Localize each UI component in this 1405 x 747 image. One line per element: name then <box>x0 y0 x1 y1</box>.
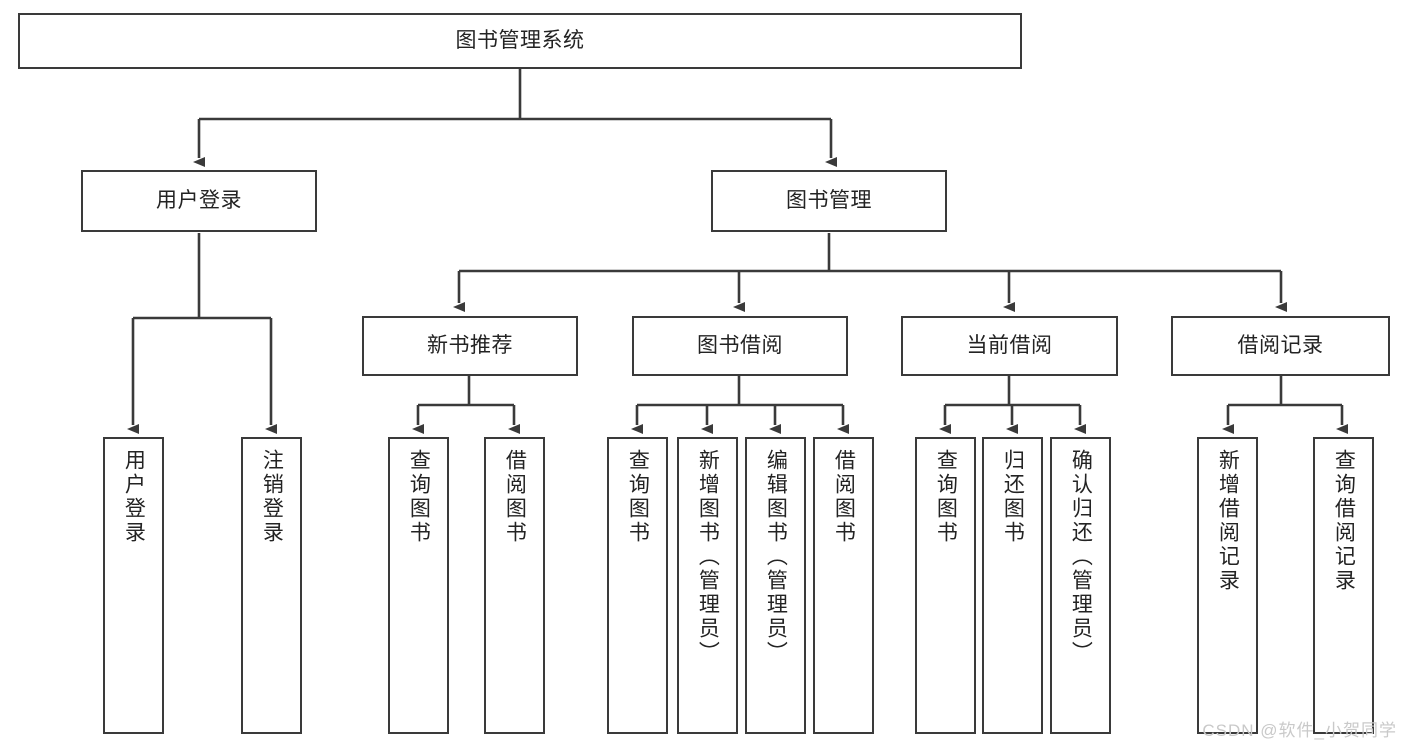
node-label: 图书借阅 <box>697 333 783 357</box>
leaf-return-book[interactable]: 归还图书 <box>982 437 1043 734</box>
leaf-query-book-current[interactable]: 查询图书 <box>915 437 976 734</box>
leaf-edit-book-admin[interactable]: 编辑图书（管理员） <box>745 437 806 734</box>
node-label: 确认归还（管理员） <box>1069 449 1093 665</box>
node-book-borrow[interactable]: 图书借阅 <box>632 316 848 376</box>
node-label: 当前借阅 <box>966 333 1053 357</box>
leaf-query-borrow-record[interactable]: 查询借阅记录 <box>1313 437 1374 734</box>
node-label: 借阅图书 <box>503 449 527 545</box>
node-label: 图书管理 <box>786 188 872 212</box>
node-root-system[interactable]: 图书管理系统 <box>18 13 1022 69</box>
node-label: 借阅图书 <box>832 449 856 545</box>
leaf-query-book-borrow[interactable]: 查询图书 <box>607 437 668 734</box>
leaf-user-logout[interactable]: 注销登录 <box>241 437 302 734</box>
leaf-user-login[interactable]: 用户登录 <box>103 437 164 734</box>
leaf-confirm-return-admin[interactable]: 确认归还（管理员） <box>1050 437 1111 734</box>
node-label: 借阅记录 <box>1237 333 1324 357</box>
node-label: 编辑图书（管理员） <box>764 449 788 665</box>
node-label: 查询图书 <box>407 449 431 545</box>
node-label: 新增借阅记录 <box>1216 449 1240 593</box>
node-label: 归还图书 <box>1001 449 1025 545</box>
leaf-borrow-book-recommend[interactable]: 借阅图书 <box>484 437 545 734</box>
node-new-book-recommend[interactable]: 新书推荐 <box>362 316 578 376</box>
node-label: 新书推荐 <box>427 333 513 357</box>
node-borrow-record[interactable]: 借阅记录 <box>1171 316 1390 376</box>
leaf-add-borrow-record[interactable]: 新增借阅记录 <box>1197 437 1258 734</box>
leaf-query-book-recommend[interactable]: 查询图书 <box>388 437 449 734</box>
node-book-management[interactable]: 图书管理 <box>711 170 947 232</box>
node-label: 用户登录 <box>122 449 146 545</box>
node-label: 注销登录 <box>260 449 284 545</box>
node-current-borrow[interactable]: 当前借阅 <box>901 316 1118 376</box>
node-label: 查询借阅记录 <box>1332 449 1356 593</box>
csdn-watermark: CSDN @软件_小贺同学 <box>1202 721 1397 740</box>
node-label: 查询图书 <box>934 449 958 545</box>
leaf-borrow-book[interactable]: 借阅图书 <box>813 437 874 734</box>
node-label: 用户登录 <box>156 188 242 212</box>
node-user-login[interactable]: 用户登录 <box>81 170 317 232</box>
node-label: 新增图书（管理员） <box>696 449 720 665</box>
leaf-add-book-admin[interactable]: 新增图书（管理员） <box>677 437 738 734</box>
node-label: 查询图书 <box>626 449 650 545</box>
node-label: 图书管理系统 <box>455 28 585 52</box>
